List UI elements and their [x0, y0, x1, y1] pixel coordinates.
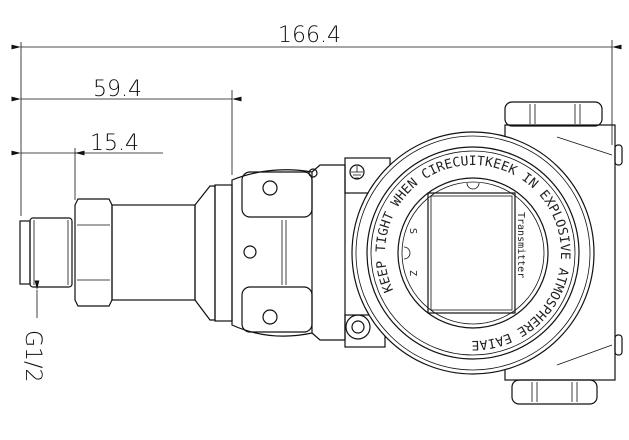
mark-s: S: [407, 228, 418, 234]
dimension-flange: 59.4: [11, 77, 242, 102]
cable-gland-top: [504, 101, 603, 127]
cable-gland-bottom: [511, 379, 598, 405]
ground-icon: [349, 164, 365, 180]
housing-cover: KEEP TIGHT WHEN CIRECUITKEEK IN EXPLOSIV…: [351, 131, 595, 375]
dimension-overall: 166.4: [11, 23, 622, 50]
mounting-bracket: [231, 169, 313, 337]
display-window: [427, 192, 516, 314]
extension-lines: [20, 40, 613, 216]
process-fitting: [19, 184, 233, 322]
housing-neck: [308, 157, 391, 348]
dimension-hex: 15.4: [11, 131, 163, 156]
dimension-label-hex: 15.4: [90, 131, 139, 156]
mark-z: Z: [407, 270, 418, 276]
thread-callout: G1/2: [20, 280, 45, 382]
dimension-label-overall: 166.4: [278, 23, 341, 48]
hex-nut: [74, 198, 113, 307]
sensor-body: [111, 204, 196, 301]
thread-label: G1/2: [20, 330, 45, 382]
dimension-label-flange: 59.4: [93, 77, 142, 102]
transmitter-label: Transmitter: [515, 212, 526, 278]
